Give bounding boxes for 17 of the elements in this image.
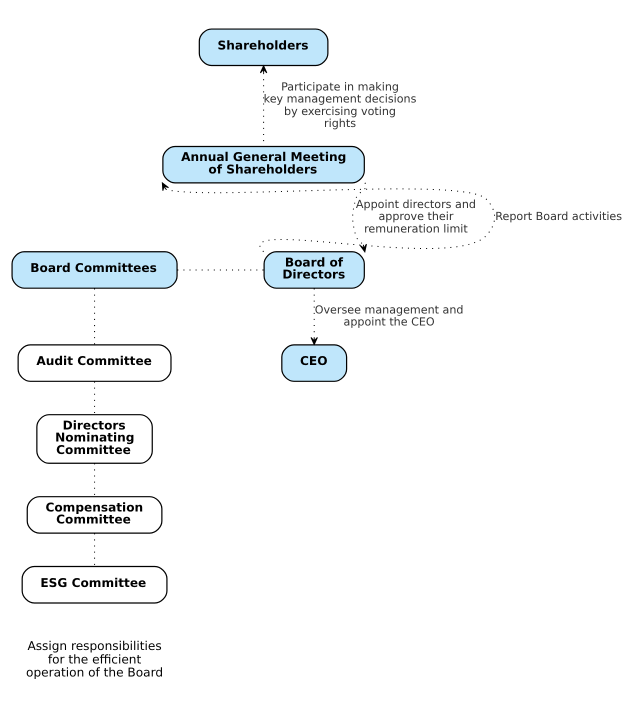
node-box: Annual General Meeting of Shareholders: [162, 146, 365, 184]
node-box: Directors Nominating Committee: [36, 414, 153, 464]
node-box: Board of Directors: [264, 251, 365, 289]
node-box: Audit Committee: [18, 344, 172, 382]
node-box: CEO: [281, 344, 348, 382]
node-box: Board Committees: [11, 251, 178, 289]
edge-label: Report Board activities: [495, 210, 622, 224]
node-box: Compensation Committee: [26, 496, 162, 534]
edge-label: Oversee management and appoint the CEO: [314, 303, 464, 328]
arrow: [162, 182, 496, 252]
arrow: [310, 288, 318, 346]
label: Assign responsibilities for the efficient operation of the Board: [26, 639, 164, 680]
node-box: ESG Committee: [22, 566, 168, 604]
arrow: [352, 182, 367, 252]
node-box: Shareholders: [198, 28, 328, 66]
edge-label: Appoint directors and approve their remuneration limit: [356, 198, 476, 236]
edge-label: Participate in making key management decisions by exercising voting rights: [264, 80, 416, 130]
